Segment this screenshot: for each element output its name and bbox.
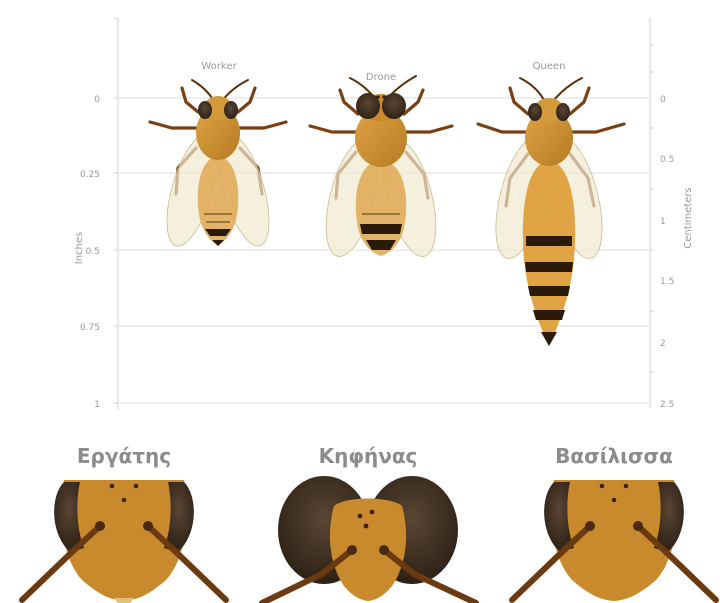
queen-bee-illustration	[478, 78, 624, 346]
right-tick-4: 2	[660, 339, 666, 349]
drone-label: Drone	[366, 72, 396, 83]
drone-face-illustration	[262, 476, 476, 603]
right-tick-labels: 0 0.5 1 1.5 2 2.5	[660, 95, 674, 410]
queen-label: Queen	[533, 61, 566, 72]
drone-bee-illustration	[310, 76, 452, 262]
right-tick-5: 2.5	[660, 400, 674, 410]
left-tick-2: 0.5	[86, 247, 100, 257]
right-tick-2: 1	[660, 217, 666, 227]
worker-label: Worker	[201, 61, 237, 72]
queen-face-label: Βασίλισσα	[555, 444, 673, 468]
drone-face-label: Κηφήνας	[319, 444, 418, 468]
left-tick-3: 0.75	[80, 323, 100, 333]
left-tick-1: 0.25	[80, 170, 100, 180]
left-tick-0: 0	[94, 95, 100, 105]
worker-bee-illustration	[150, 80, 286, 251]
right-axis-label: Centimeters	[683, 187, 694, 248]
worker-face-illustration	[22, 480, 226, 603]
right-tick-0: 0	[660, 95, 666, 105]
left-axis-label: Inches	[74, 232, 85, 265]
right-tick-3: 1.5	[660, 277, 674, 287]
worker-face-label: Εργάτης	[77, 444, 171, 468]
right-tick-1: 0.5	[660, 155, 674, 165]
queen-face-illustration	[512, 480, 716, 601]
left-tick-4: 1	[94, 400, 100, 410]
